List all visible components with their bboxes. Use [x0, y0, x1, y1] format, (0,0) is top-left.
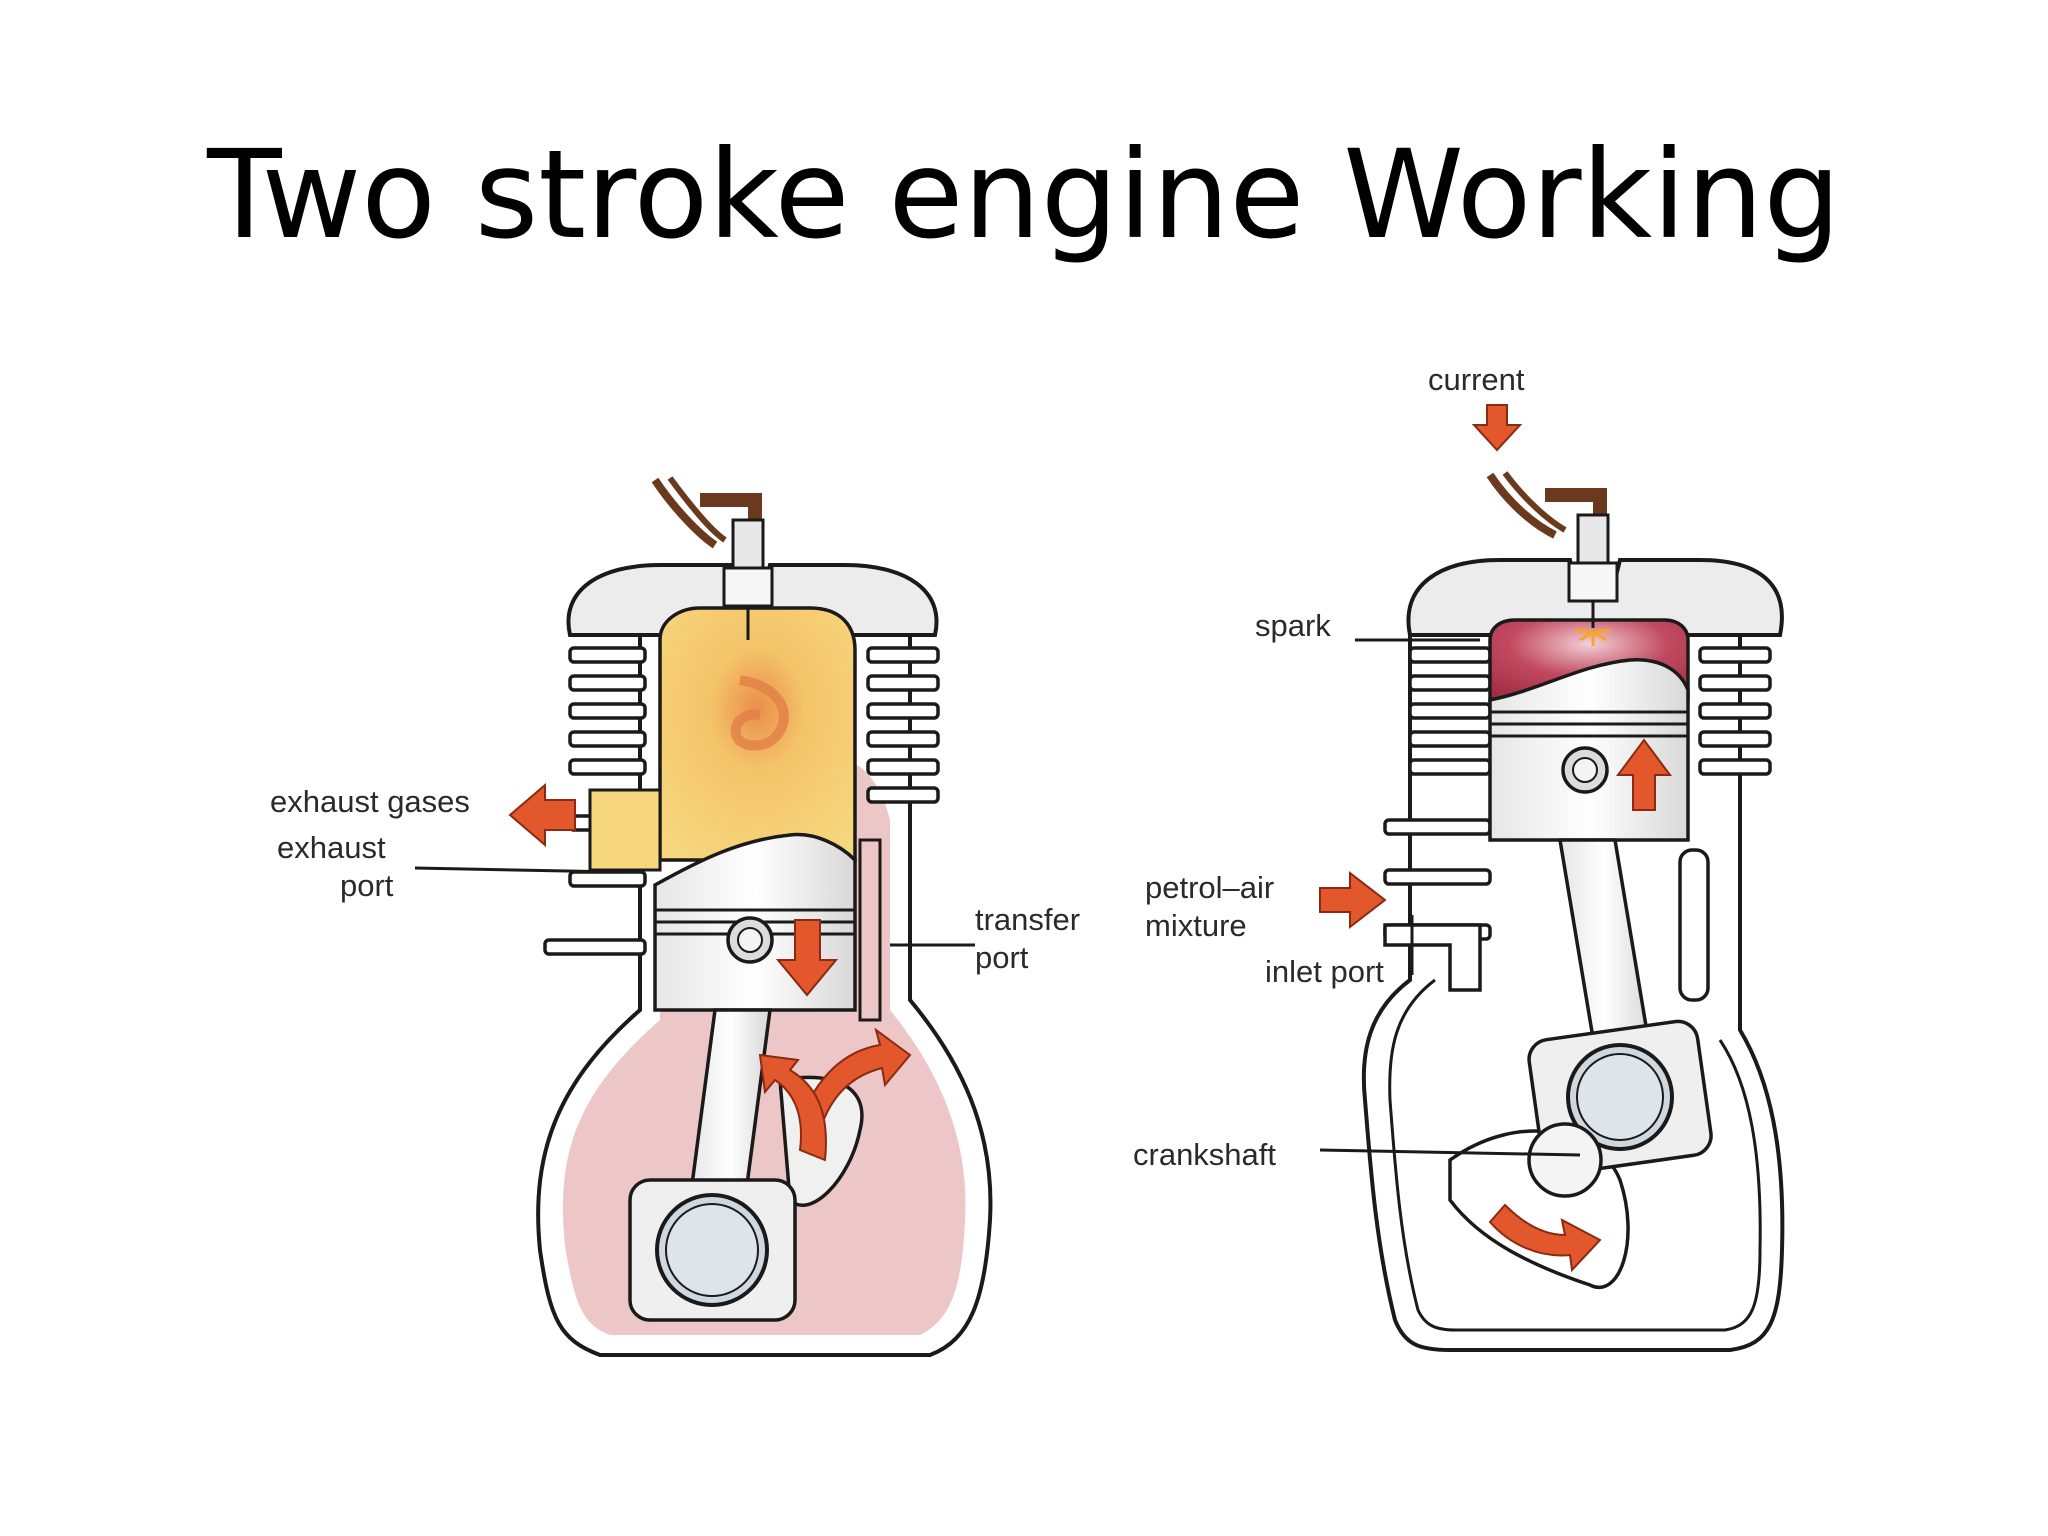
right-cooling-fins: [1383, 646, 1772, 941]
left-spark-plug: [651, 476, 774, 640]
left-cooling-fins: [543, 646, 940, 956]
label-current: current: [1428, 362, 1525, 397]
current-arrow: [1471, 404, 1523, 452]
transfer-arrow-1: [798, 1027, 912, 1132]
label-petrol-air-line2: mixture: [1145, 908, 1247, 943]
crank-rotation-arrow: [1488, 1203, 1602, 1273]
left-engine: exhaust gases exhaust port transfer port: [270, 476, 1080, 1357]
left-big-end: [628, 1178, 797, 1322]
right-engine: current spark petrol–air mixture inlet p…: [1133, 362, 1785, 1352]
exhaust-port-opening: [588, 788, 662, 872]
transfer-port-passage: [858, 838, 882, 1022]
inlet-port-passage: [1383, 923, 1482, 992]
slide-title: Two stroke engine Working: [207, 124, 1841, 266]
right-flow-arrows: [1319, 404, 1672, 1273]
mixture-in-arrow: [1319, 870, 1387, 930]
label-spark: spark: [1255, 608, 1331, 643]
piston-up-arrow: [1616, 738, 1672, 811]
transfer-arrow-2: [758, 1053, 827, 1162]
label-transfer-port-line1: transfer: [975, 902, 1080, 937]
exhaust-port-leader: [414, 866, 621, 874]
label-crankshaft: crankshaft: [1133, 1137, 1276, 1172]
right-crank-pin: [1527, 1122, 1603, 1198]
left-flow-arrows: [508, 782, 912, 1162]
label-inlet-port: inlet port: [1265, 954, 1384, 989]
right-transfer-slot: [1678, 848, 1710, 1002]
label-transfer-port-line2: port: [975, 940, 1029, 975]
left-burning-gas: [658, 606, 857, 862]
piston-down-arrow: [775, 919, 839, 997]
spark-burst: [1574, 628, 1612, 646]
gas-swirl: [730, 675, 789, 751]
exhaust-gases-arrow: [508, 782, 576, 848]
right-crankcase-inner: [1388, 978, 1762, 1332]
label-exhaust-port-line2: port: [340, 868, 394, 903]
label-exhaust-port-line1: exhaust: [277, 830, 386, 865]
crankshaft-leader: [1319, 1148, 1581, 1157]
label-petrol-air-line1: petrol–air: [1145, 870, 1274, 905]
label-exhaust-gases: exhaust gases: [270, 784, 470, 819]
right-spark-plug: [1486, 471, 1619, 646]
